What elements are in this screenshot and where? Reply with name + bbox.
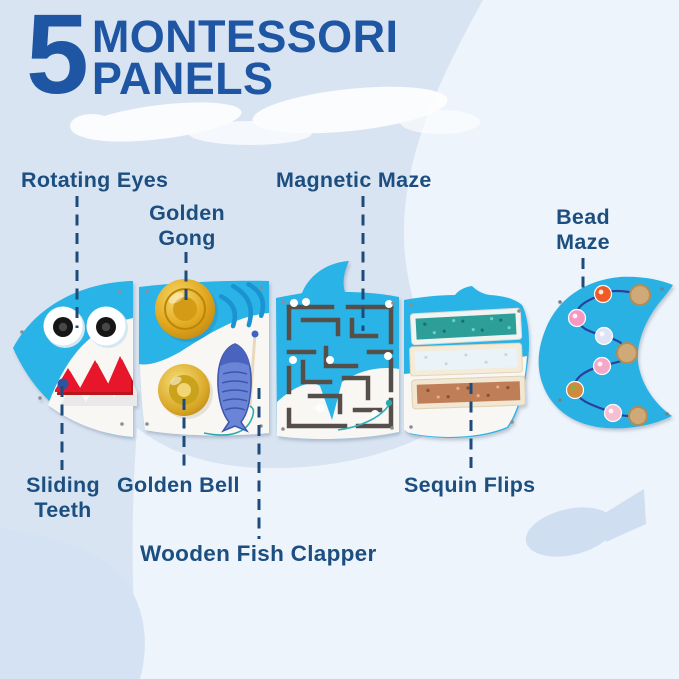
callout-label-bead-maze: Bead Maze — [556, 205, 610, 254]
header: 5 MONTESSORI PANELS — [26, 0, 399, 117]
panel-count: 5 — [26, 0, 89, 117]
callout-label-sliding-teeth: Sliding Teeth — [26, 473, 100, 522]
panel4-screws — [409, 303, 521, 429]
bottom-left-blob — [0, 528, 145, 679]
sequin-strip-white — [409, 342, 523, 377]
wave-clouds — [70, 86, 480, 145]
sequin-strip-rose-gold — [411, 375, 526, 410]
panel-sequin — [404, 286, 530, 438]
beads — [565, 284, 623, 423]
tail-screws — [558, 287, 669, 416]
panel-sound — [138, 279, 269, 436]
wooden-fish-clapper — [203, 330, 259, 436]
golden-bell — [158, 364, 213, 419]
bead-seahorse — [592, 356, 612, 376]
bead-shell — [603, 403, 623, 423]
callout-label-golden-bell: Golden Bell — [117, 473, 240, 497]
teeth-slider-knob — [57, 378, 69, 390]
panel-tail — [538, 276, 673, 429]
bead-owl — [565, 380, 585, 400]
callout-label-sequin-flips: Sequin Flips — [404, 473, 536, 497]
head-screws — [20, 290, 124, 426]
page-title: MONTESSORI PANELS — [91, 8, 399, 104]
title-line-2: PANELS — [91, 52, 274, 104]
callout-label-magnetic-maze: Magnetic Maze — [276, 168, 432, 192]
rotating-eyes — [43, 306, 128, 348]
sound-waves — [218, 281, 266, 329]
title-line-1: MONTESSORI — [91, 11, 399, 62]
panel-maze — [276, 261, 399, 440]
bead-crab — [593, 284, 613, 304]
callout-label-golden-gong: Golden Gong — [149, 201, 225, 250]
sequin-strip-teal — [409, 307, 523, 346]
callout-label-rotating-eyes: Rotating Eyes — [21, 168, 169, 192]
magnetic-maze — [286, 304, 394, 429]
sliding-teeth — [55, 356, 137, 406]
panel3-screws — [281, 300, 395, 431]
background-light-region — [132, 0, 679, 679]
bead-fish — [567, 308, 587, 328]
golden-gong — [155, 279, 218, 342]
maze-stylus — [337, 399, 393, 431]
fish-silhouette — [525, 489, 646, 557]
bead-wood-discs — [616, 284, 651, 426]
maze-balls — [289, 298, 393, 418]
callout-label-wooden-fish-clapper: Wooden Fish Clapper — [140, 541, 377, 566]
bead-jellyfish — [594, 326, 614, 346]
panel-head — [13, 281, 137, 437]
bead-maze — [565, 284, 651, 426]
